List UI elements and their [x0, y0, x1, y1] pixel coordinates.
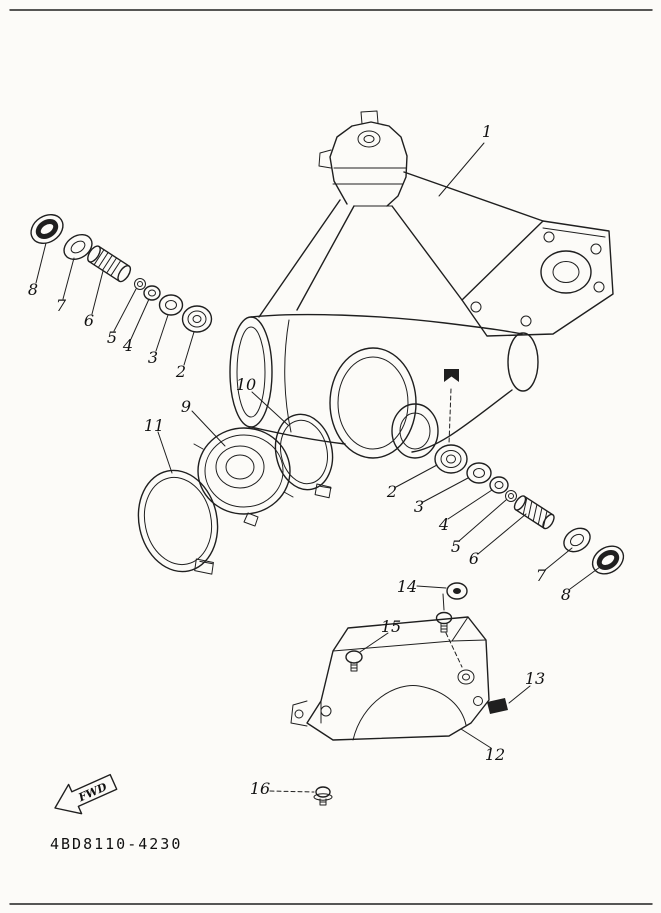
- part-adjuster-bolt-left: [87, 245, 132, 283]
- callout-8-right: 8: [561, 585, 571, 604]
- callout-3-left: 3: [148, 348, 158, 367]
- part-washer-right: [489, 476, 509, 494]
- callout-9: 9: [181, 397, 191, 416]
- boot-and-clamps: [137, 413, 334, 575]
- callout-3-right: 3: [414, 497, 424, 516]
- swingarm-assembly: [229, 110, 614, 459]
- callout-11: 11: [144, 416, 164, 435]
- part-guard-plate: [290, 616, 490, 741]
- part-oring-left: [134, 278, 146, 290]
- callout-4-right: 4: [438, 515, 449, 534]
- part-bearing-left: [181, 305, 213, 333]
- guard-assembly: [290, 582, 508, 806]
- part-clamp-small: [274, 413, 334, 499]
- pivot-shaft-parts-right: [434, 444, 625, 575]
- part-washer-left: [143, 285, 161, 301]
- grease-point-marker: [444, 369, 459, 382]
- part-adjuster-bolt-right: [513, 495, 555, 530]
- part-seal-left: [158, 294, 184, 316]
- callout-15: 15: [381, 617, 401, 636]
- fwd-arrow: FWD: [54, 773, 118, 815]
- part-bolt-14: [435, 611, 463, 668]
- callout-13: 13: [525, 669, 545, 688]
- hub-hole: [540, 250, 592, 294]
- callout-6-right: 6: [469, 549, 479, 568]
- part-cap-right: [591, 545, 625, 575]
- callout-4-left: 4: [122, 336, 133, 355]
- callout-12: 12: [485, 745, 505, 764]
- scan-frame: [9, 9, 653, 905]
- part-damper-pad: [487, 698, 508, 714]
- callout-labels: 1 8 7 6 5 4 3 2 10 9 11 2 3 4 5 6 7 8 14…: [28, 122, 571, 798]
- callout-5-left: 5: [107, 328, 117, 347]
- callout-6-left: 6: [84, 311, 94, 330]
- callout-7-right: 7: [536, 566, 547, 585]
- leader-lines: [35, 142, 601, 793]
- part-grommet: [446, 582, 468, 600]
- part-cap-left: [30, 213, 64, 245]
- pivot-shaft-parts-left: [30, 213, 213, 333]
- callout-1: 1: [482, 122, 492, 141]
- part-seal-right: [466, 462, 492, 484]
- callout-10: 10: [236, 375, 256, 394]
- callout-2-left: 2: [175, 362, 186, 381]
- part-bolt-15: [345, 650, 363, 672]
- fwd-arrow-label: FWD: [76, 780, 110, 805]
- part-code: 4BD8110-4230: [50, 835, 182, 853]
- callout-7-left: 7: [56, 296, 67, 315]
- part-bearing-right: [434, 444, 468, 474]
- callout-14: 14: [397, 577, 417, 596]
- part-dust-cover: [193, 427, 294, 527]
- callout-2-right: 2: [386, 482, 397, 501]
- callout-16: 16: [250, 779, 270, 798]
- callout-5-right: 5: [451, 537, 461, 556]
- part-nut-left: [63, 233, 93, 261]
- part-bolt-16: [313, 786, 333, 806]
- part-oring-right: [505, 490, 517, 502]
- callout-8-left: 8: [28, 280, 38, 299]
- part-nut-right: [563, 527, 591, 553]
- part-clamp-large: [137, 469, 219, 575]
